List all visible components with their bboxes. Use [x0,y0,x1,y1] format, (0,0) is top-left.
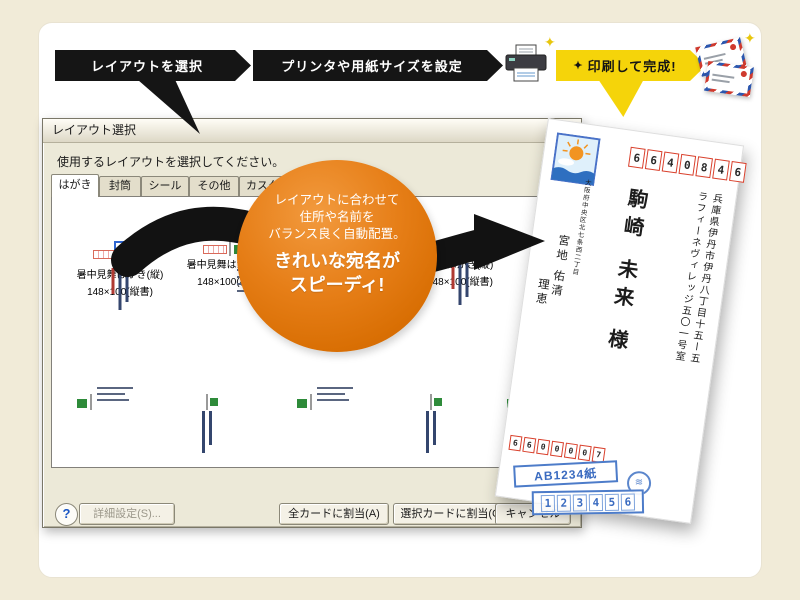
horizontal-text-icon [317,383,357,401]
printer-icon [505,44,547,82]
bubble-emphasis: きれいな宛名が [274,251,400,271]
layout-size: 148×100(横書) [197,277,263,288]
stamp-area-icon [464,245,474,254]
step-printer-setup: プリンタや用紙サイズを設定 [253,50,503,81]
stamp-graphic-icon [550,132,601,187]
selection-border [93,241,134,310]
step-label: 印刷して完成! [587,59,677,74]
detail-settings-button[interactable]: 詳細設定(S)... [79,503,175,525]
stamp-area-icon [297,399,307,408]
layout-thumbnail [433,240,474,305]
dialog-instruction: 使用するレイアウトを選択してください。 [57,155,285,169]
tab-seal[interactable]: シール [141,176,189,196]
step-select-layout: レイアウトを選択 [55,50,251,81]
layout-thumbnail [297,387,353,410]
assign-all-cards-button[interactable]: 全カードに割当(A) [279,503,389,525]
bubble-line: 住所や名前を [299,210,375,224]
layout-item[interactable] [426,394,442,453]
layout-item[interactable] [297,387,353,410]
layout-thumbnail [77,387,133,410]
tab-other[interactable]: その他 [189,176,239,196]
postal-code-area-icon [203,245,227,254]
tab-hagaki[interactable]: はがき [51,174,99,197]
postal-code-area-icon [93,250,117,259]
dialog-titlebar[interactable]: レイアウト選択 [43,119,581,143]
layout-item[interactable] [202,394,218,453]
layout-thumbnail [202,394,218,453]
callout-bubble: レイアウトに合わせて 住所や名前を バランス良く自動配置。 きれいな宛名が スピ… [237,160,437,352]
help-button[interactable]: ? [55,503,78,526]
stamp-area-icon [210,398,218,406]
layout-item-selected[interactable]: 暑中見舞はがき(縦) 148×100(縦書) [68,241,172,310]
assign-selected-card-button[interactable]: 選択カードに割当(C) [393,503,511,525]
horizontal-text-icon [97,383,137,401]
tab-envelope[interactable]: 封筒 [99,176,141,196]
postcard-icon [704,60,754,98]
stamp-area-icon [124,250,134,259]
layout-thumbnail [426,394,442,453]
vertical-text-icon [426,411,436,453]
stamp-area-icon [77,399,87,408]
step-label: レイアウトを選択 [90,59,203,74]
vertical-text-icon [202,411,212,453]
sparkle-icon: ✦ [573,60,584,72]
bubble-emphasis: スピーディ! [289,275,385,295]
step-label: プリンタや用紙サイズを設定 [281,59,463,74]
bubble-line: レイアウトに合わせて [274,193,400,207]
vertical-text-icon [111,268,129,310]
sender-family-name: 宮地 [553,233,572,265]
step-print-complete: ✦ 印刷して完成! [556,50,706,81]
layout-thumbnail [203,240,275,292]
vertical-text-icon [451,263,469,305]
layout-thumbnail [93,245,134,310]
sparkle-icon: ✦ [544,34,556,50]
sparkle-icon: ✦ [744,30,756,46]
layout-item[interactable] [77,387,133,410]
stamp-area-icon [434,398,442,406]
bubble-line: バランス良く自動配置。 [268,227,406,241]
